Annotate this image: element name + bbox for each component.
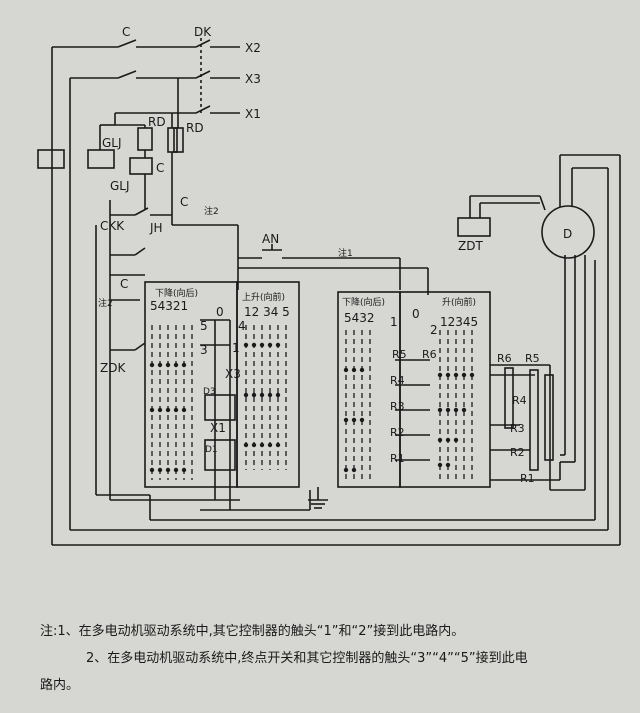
label-x3: X3 [245,72,261,86]
label-r3b: R3 [510,422,525,435]
label-panel4-nums: 12345 [440,315,478,329]
label-r5a: R5 [392,348,407,361]
controller-panel-2 [236,281,300,488]
label-n0a: 0 [216,305,224,319]
control-circuit-diagram: C DK X2 X3 X1 RD RD GLJ GLJ C CKK JH C 注… [37,25,621,546]
label-zdt: ZDT [458,239,483,253]
label-r4b: R4 [512,394,527,407]
label-c-low: C [120,277,128,291]
label-glj-bottom: GLJ [110,179,130,193]
label-d3: D3 [203,387,216,397]
label-panel2-nums: 12 34 5 [244,305,290,319]
label-r4a: R4 [390,374,405,387]
label-note2-side: 注2 [98,297,113,309]
label-note2-tag: 注2 [204,205,219,217]
label-n4: 4 [238,319,246,333]
label-n5: 5 [200,319,208,333]
resistor-bank [504,367,514,429]
label-d1: D1 [205,445,218,455]
label-ckk: CKK [100,219,125,233]
label-dk: DK [194,25,212,39]
label-c-mid: C [180,195,188,209]
label-r2b: R2 [510,446,525,459]
label-n0b: 0 [412,307,420,321]
label-r6b: R6 [497,352,512,365]
label-x2: X2 [245,41,261,55]
diagram-labels: C DK X2 X3 X1 RD RD GLJ GLJ C CKK JH C 注… [98,25,572,485]
label-panel2-title: 上升(向前) [242,291,285,303]
label-c-top: C [122,25,130,39]
label-rd-right: RD [186,121,204,135]
label-n1b: 1 [390,315,398,329]
label-note1-tag: 注1 [338,247,353,259]
label-r6a: R6 [422,348,437,361]
label-n1a: 1 [232,341,240,355]
wiring [37,38,621,546]
notes-section: 注:1、在多电动机驱动系统中,其它控制器的触头“1”和“2”接到此电路内。 2、… [40,618,620,699]
label-r5b: R5 [525,352,540,365]
label-rd-left: RD [148,115,166,129]
label-r3a: R3 [390,400,405,413]
label-x1: X1 [245,107,261,121]
label-c-coil: C [156,161,164,175]
label-r1a: R1 [390,452,405,465]
note-line-2: 2、在多电动机驱动系统中,终点开关和其它控制器的触头“3”“4”“5”接到此电 [86,651,528,666]
label-panel3-nums: 5432 [344,311,375,325]
label-panel1-nums: 54321 [150,299,188,313]
label-panel1-title: 下降(向后) [155,287,198,299]
label-r2a: R2 [390,426,405,439]
brake-zdt [457,217,491,237]
label-an: AN [262,232,279,246]
label-n3: 3 [200,343,208,357]
note-line-3: 路内。 [40,678,80,693]
controller-panel-4 [399,291,491,488]
label-r1b: R1 [520,472,535,485]
label-jh: JH [149,221,163,235]
label-zdk: ZDK [100,361,126,375]
label-panel3-title: 下降(向后) [342,296,385,308]
label-n2b: 2 [430,323,438,337]
label-motor: D [563,227,572,241]
motor-circle [541,205,595,259]
label-x1-contact: X1 [210,421,226,435]
label-panel4-title: 升(向前) [442,296,476,308]
label-x3-contact: X3 [225,367,241,381]
label-glj-top: GLJ [102,136,122,150]
note-line-1: 注:1、在多电动机驱动系统中,其它控制器的触头“1”和“2”接到此电路内。 [40,624,465,639]
